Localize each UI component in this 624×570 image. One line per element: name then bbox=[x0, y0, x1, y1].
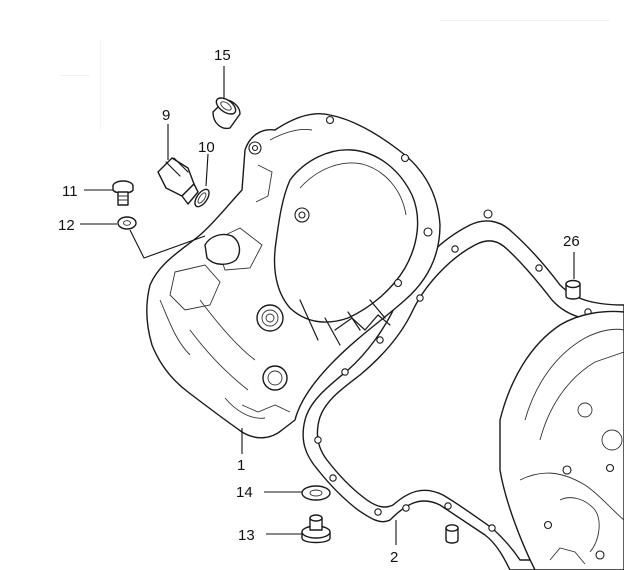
shaft-seal-lower bbox=[262, 365, 288, 391]
callout-10: 10 bbox=[198, 139, 215, 156]
o-ring bbox=[194, 188, 210, 208]
washer bbox=[117, 216, 137, 230]
callout-15: 15 bbox=[214, 47, 231, 64]
callout-26: 26 bbox=[563, 233, 580, 250]
callout-2: 2 bbox=[390, 549, 398, 566]
bleed-through-text bbox=[60, 20, 610, 130]
oil-filler-cap bbox=[157, 157, 199, 205]
callout-1: 1 bbox=[237, 457, 245, 474]
callout-14: 14 bbox=[236, 484, 253, 501]
crankcase-cover bbox=[146, 113, 441, 439]
callout-12: 12 bbox=[58, 217, 75, 234]
gasket-washer bbox=[301, 485, 331, 501]
callout-13: 13 bbox=[238, 527, 255, 544]
dowel-pin-lower bbox=[445, 524, 459, 544]
callout-labels: 15 9 10 11 12 26 1 14 13 2 bbox=[58, 47, 580, 566]
leader-lines bbox=[80, 66, 575, 545]
crankcase-body bbox=[499, 310, 624, 570]
callout-9: 9 bbox=[162, 107, 170, 124]
bolt bbox=[112, 180, 134, 206]
plug bbox=[212, 97, 241, 130]
callout-11: 11 bbox=[62, 183, 78, 200]
shaft-seal-upper bbox=[256, 304, 284, 332]
drain-bolt bbox=[301, 514, 331, 544]
gasket-bolt-holes bbox=[314, 209, 592, 532]
dowel-pin bbox=[565, 279, 581, 300]
